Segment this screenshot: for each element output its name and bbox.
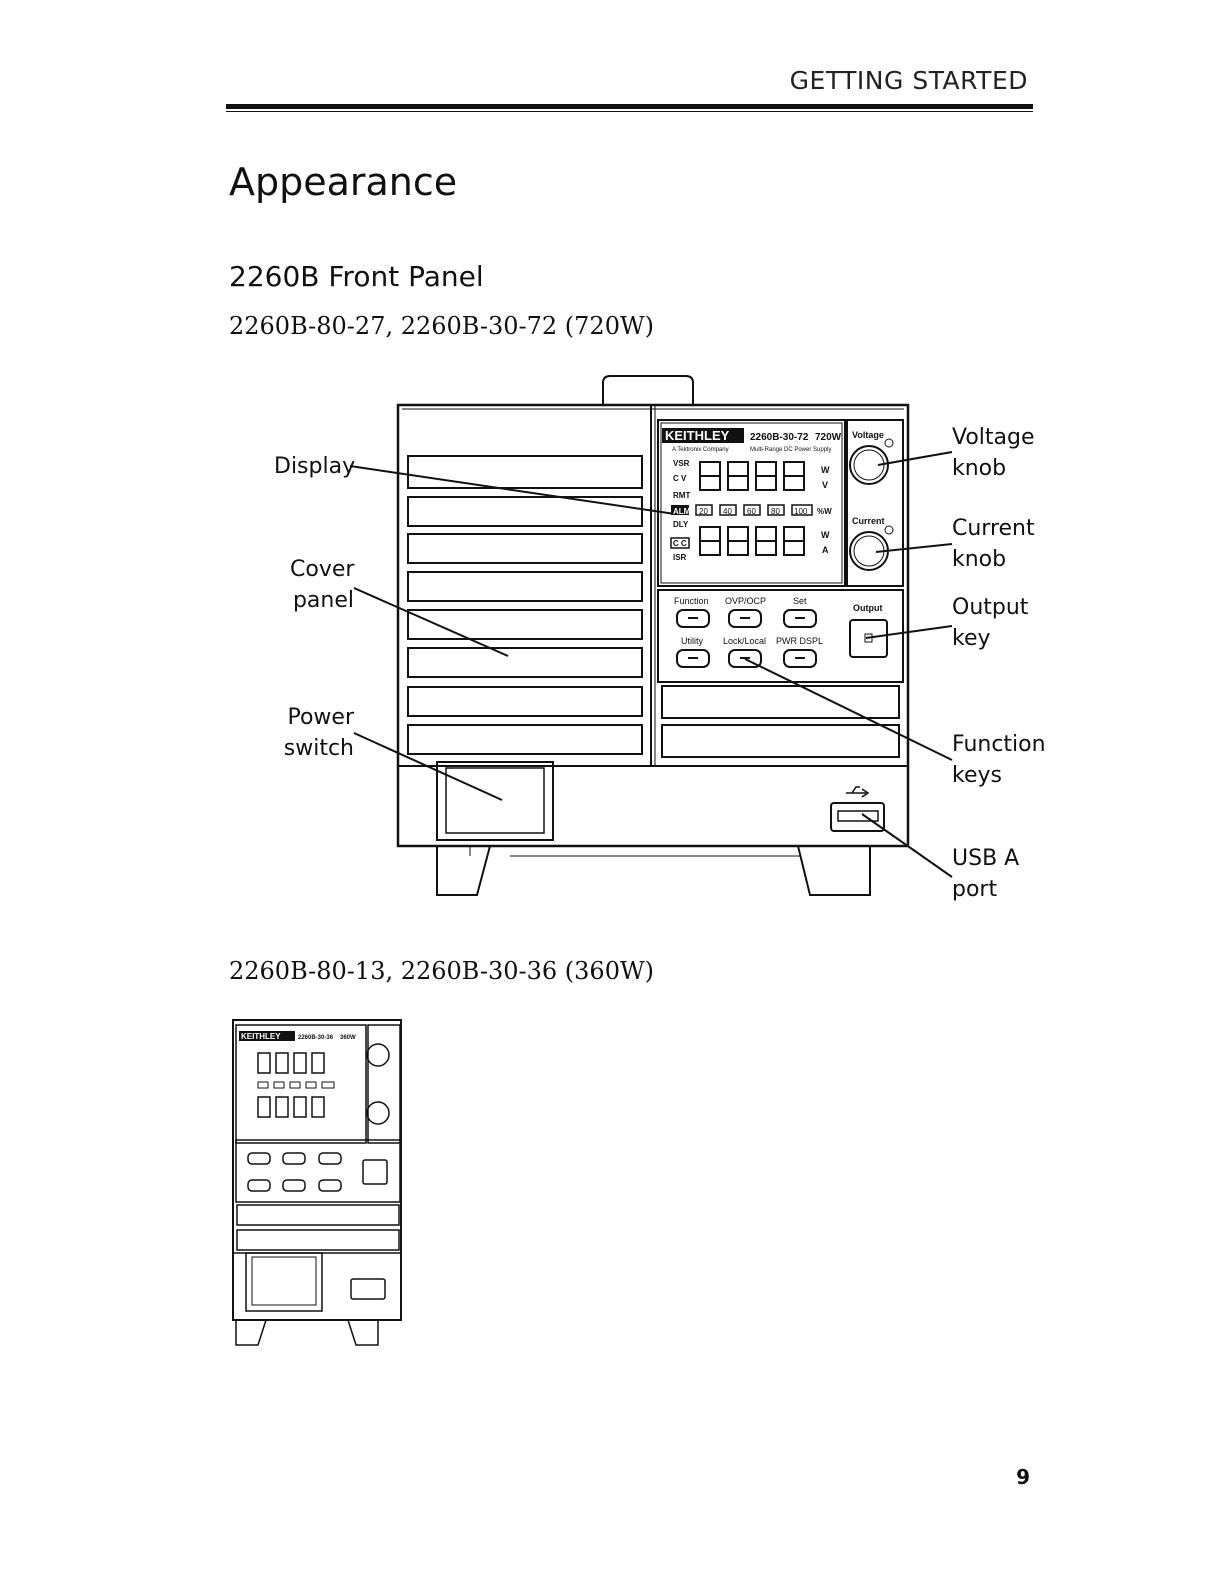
key-label-set: Set <box>793 596 807 606</box>
bar-20: 20 <box>699 507 708 516</box>
indicator-vsr: VSR <box>673 459 690 468</box>
model-heading-720w: 2260B-80-27, 2260B-30-72 (720W) <box>229 312 655 340</box>
panel-power-rating: 720W <box>815 432 842 443</box>
panel-360-model: 2260B-30-36 <box>298 1035 334 1041</box>
keithley-logo <box>662 428 744 443</box>
page-title: Appearance <box>229 160 458 204</box>
indicator-rmt: RMT <box>673 491 690 500</box>
callout-line: knob <box>952 547 1007 572</box>
bar-60: 60 <box>747 507 756 516</box>
current-knob-label: Current <box>852 516 885 526</box>
callout-leaders <box>349 451 953 878</box>
panel-brand: KEITHLEY <box>665 428 730 443</box>
unit-w-upper: W <box>821 465 830 475</box>
power-switch <box>436 761 554 841</box>
key-label-pwr-dspl: PWR DSPL <box>776 636 823 646</box>
page-number: 9 <box>1016 1465 1030 1489</box>
display-frame <box>657 419 846 587</box>
usb-port <box>830 802 885 832</box>
running-header: GETTING STARTED <box>789 66 1028 95</box>
callout-line: USB A <box>952 846 1020 871</box>
panel-tagline-2: Multi-Range DC Power Supply <box>750 447 831 453</box>
key-label-ovp-ocp: OVP/OCP <box>725 596 766 606</box>
callout-cover-panel: Cover panel <box>290 554 354 616</box>
header-rule-thin <box>226 111 1033 112</box>
voltage-knob-label: Voltage <box>852 430 884 440</box>
output-key-label: Output <box>853 603 883 613</box>
bar-40: 40 <box>723 507 732 516</box>
front-panel-360w-illustration: KEITHLEY 2260B-30-36 360W <box>232 1019 402 1346</box>
indicator-cv: C V <box>673 474 687 483</box>
callout-usb-port: USB A port <box>952 843 1019 905</box>
callout-line: port <box>952 877 998 902</box>
callout-line: key <box>952 626 991 651</box>
callout-line: Function <box>952 732 1046 757</box>
callout-line: keys <box>952 763 1002 788</box>
current-digits <box>699 526 805 556</box>
callout-line: Cover <box>290 557 355 582</box>
callout-power-switch: Power switch <box>272 702 354 764</box>
callout-line: Output <box>952 595 1029 620</box>
indicator-alm: ALM <box>673 507 691 516</box>
key-label-lock-local: Lock/Local <box>723 636 766 646</box>
unit-v: V <box>822 480 828 490</box>
unit-percent-w: %W <box>817 507 832 516</box>
callout-line: Voltage <box>952 425 1035 450</box>
section-title: 2260B Front Panel <box>229 260 484 293</box>
key-panel <box>657 589 904 683</box>
callout-line: knob <box>952 456 1007 481</box>
key-label-utility: Utility <box>681 636 703 646</box>
callout-display: Display <box>274 454 356 479</box>
bar-80: 80 <box>771 507 780 516</box>
power-bar-graph <box>695 504 813 516</box>
panel-360-brand: KEITHLEY <box>241 1032 281 1041</box>
panel-model: 2260B-30-72 <box>750 432 809 443</box>
indicator-isr: ISR <box>673 553 687 562</box>
bar-100: 100 <box>794 507 808 516</box>
unit-a: A <box>822 545 829 555</box>
callout-output-key: Output key <box>952 592 1028 654</box>
indicator-dly: DLY <box>673 520 689 529</box>
panel-tagline: A Tektronix Company <box>672 447 729 453</box>
callout-line: switch <box>283 736 354 761</box>
callout-line: Current <box>952 516 1035 541</box>
header-rule <box>226 104 1033 109</box>
voltage-knob <box>849 445 889 485</box>
callout-current-knob: Current knob <box>952 513 1035 575</box>
output-key <box>849 619 888 658</box>
unit-w-lower: W <box>821 530 830 540</box>
usb-icon <box>846 786 870 798</box>
key-label-function: Function <box>674 596 709 606</box>
panel-360-power: 360W <box>340 1035 356 1041</box>
cover-panel-slats <box>407 455 643 755</box>
function-keys <box>676 609 817 668</box>
chassis <box>396 403 910 848</box>
indicator-cc: C C <box>673 539 687 548</box>
callout-line: panel <box>292 588 354 613</box>
voltage-digits <box>699 461 805 491</box>
callout-function-keys: Function keys <box>952 729 1046 791</box>
callout-line: Power <box>287 705 354 730</box>
callout-voltage-knob: Voltage knob <box>952 422 1035 484</box>
model-heading-360w: 2260B-80-13, 2260B-30-36 (360W) <box>229 957 655 985</box>
